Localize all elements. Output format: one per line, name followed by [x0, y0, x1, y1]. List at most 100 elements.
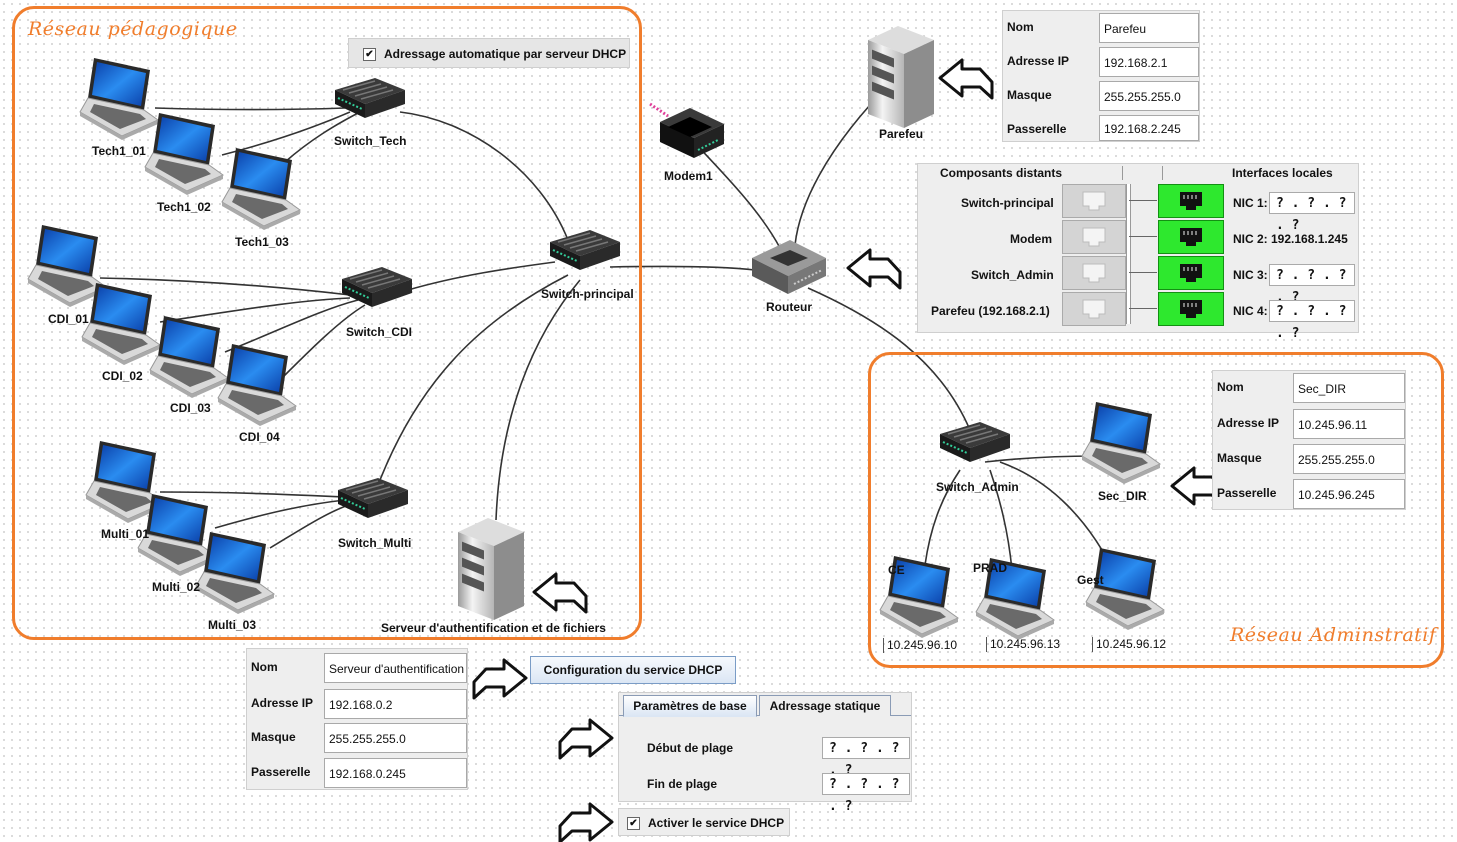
nic-port-2[interactable]: [1158, 220, 1224, 254]
label-prad[interactable]: PRAD: [973, 561, 1008, 575]
server-passerelle-key: Passerelle: [251, 765, 311, 779]
label-switch-multi[interactable]: Switch_Multi: [338, 536, 412, 550]
zone-administratif: [868, 352, 1444, 668]
arrow-left-icon: [846, 248, 902, 290]
label-multi-02[interactable]: Multi_02: [152, 580, 201, 594]
parefeu-masque-key: Masque: [1007, 88, 1052, 102]
label-gest[interactable]: Gest: [1077, 573, 1104, 587]
zone-pedagogique: [12, 6, 642, 640]
parefeu-passerelle-key: Passerelle: [1007, 122, 1067, 136]
label-parefeu[interactable]: Parefeu: [879, 127, 924, 141]
label-routeur[interactable]: Routeur: [766, 300, 812, 314]
nic-port-1[interactable]: [1158, 184, 1224, 218]
header-composants-distants: Composants distants: [940, 166, 1063, 180]
modem-icon: [649, 102, 724, 158]
zone-pedagogique-title: Réseau pédagogique: [28, 18, 238, 40]
label-switch-principal[interactable]: Switch-principal: [541, 287, 634, 301]
label-switch-tech[interactable]: Switch_Tech: [334, 134, 407, 148]
label-cdi-04[interactable]: CDI_04: [239, 430, 280, 444]
remote-parefeu: Parefeu (192.168.2.1): [931, 304, 1050, 318]
router-interfaces-panel: Composants distants Interfaces locales S…: [917, 163, 1359, 341]
dhcp-auto-checkbox[interactable]: ✔ Adressage automatique par serveur DHCP: [348, 38, 630, 68]
ip-prad: 10.245.96.13: [986, 637, 1060, 652]
parefeu-nom-key: Nom: [1007, 20, 1034, 34]
fin-plage-label: Fin de plage: [647, 777, 718, 791]
fin-plage-field[interactable]: ? . ? . ? . ?: [822, 773, 910, 814]
label-ce[interactable]: CE: [888, 563, 905, 577]
dhcp-settings-panel: Paramètres de base Adressage statique Dé…: [618, 692, 912, 814]
remote-port-4[interactable]: [1062, 292, 1126, 326]
remote-modem: Modem: [1010, 232, 1052, 246]
server-nom-key: Nom: [251, 660, 278, 674]
firewall-server-icon: [868, 26, 934, 128]
nic-port-3[interactable]: [1158, 256, 1224, 290]
label-modem[interactable]: Modem1: [664, 169, 713, 183]
nic-1-ip-field[interactable]: ? . ? . ? . ?: [1269, 192, 1355, 233]
arrow-left-icon: [938, 58, 994, 100]
parefeu-masque-field[interactable]: 255.255.255.0: [1099, 81, 1199, 111]
ip-ce: 10.245.96.10: [883, 638, 957, 653]
server-nom-field[interactable]: Serveur d'authentification: [324, 653, 467, 683]
parefeu-ip-key: Adresse IP: [1007, 54, 1070, 68]
nic-4-label: NIC 4:: [1233, 304, 1268, 318]
label-switch-cdi[interactable]: Switch_CDI: [346, 325, 413, 339]
dhcp-config-button[interactable]: Configuration du service DHCP: [530, 656, 736, 684]
remote-switch-principal: Switch-principal: [961, 196, 1054, 210]
secdir-passerelle-field[interactable]: 10.245.96.245: [1293, 479, 1405, 509]
server-ip-field[interactable]: 192.168.0.2: [324, 689, 467, 719]
nic-3-ip-field[interactable]: ? . ? . ? . ?: [1269, 264, 1355, 305]
label-tech1-03[interactable]: Tech1_03: [235, 235, 289, 249]
label-cdi-03[interactable]: CDI_03: [170, 401, 211, 415]
tab-adressage-statique[interactable]: Adressage statique: [759, 695, 891, 716]
checkbox-icon: ✔: [363, 48, 376, 62]
ip-gest: 10.245.96.12: [1092, 637, 1166, 652]
router-icon: [752, 240, 826, 294]
remote-switch-admin: Switch_Admin: [971, 268, 1054, 282]
label-cdi-01[interactable]: CDI_01: [48, 312, 89, 326]
parefeu-ip-field[interactable]: 192.168.2.1: [1099, 47, 1199, 77]
arrow-right-icon: [472, 658, 528, 700]
activer-dhcp-label: Activer le service DHCP: [648, 816, 785, 830]
secdir-passerelle-key: Passerelle: [1217, 486, 1277, 500]
secdir-ip-key: Adresse IP: [1217, 416, 1280, 430]
arrow-right-icon: [558, 718, 614, 760]
parefeu-passerelle-field[interactable]: 192.168.2.245: [1099, 115, 1199, 141]
nic-1-label: NIC 1:: [1233, 196, 1268, 210]
server-masque-field[interactable]: 255.255.255.0: [324, 723, 467, 753]
header-interfaces-locales: Interfaces locales: [1232, 166, 1333, 180]
parefeu-properties-panel: Nom Parefeu Adresse IP 192.168.2.1 Masque 2…: [1002, 10, 1200, 142]
secdir-nom-field[interactable]: Sec_DIR: [1293, 373, 1405, 403]
secdir-masque-key: Masque: [1217, 451, 1262, 465]
label-multi-03[interactable]: Multi_03: [208, 618, 257, 632]
debut-plage-field[interactable]: ? . ? . ? . ?: [822, 737, 910, 778]
label-tech1-01[interactable]: Tech1_01: [92, 144, 146, 158]
secdir-masque-field[interactable]: 255.255.255.0: [1293, 444, 1405, 474]
server-masque-key: Masque: [251, 730, 296, 744]
dhcp-auto-label: Adressage automatique par serveur DHCP: [384, 47, 627, 61]
remote-port-2[interactable]: [1062, 220, 1126, 254]
secdir-nom-key: Nom: [1217, 380, 1244, 394]
parefeu-nom-field[interactable]: Parefeu: [1099, 13, 1199, 43]
secdir-ip-field[interactable]: 10.245.96.11: [1293, 409, 1405, 439]
label-tech1-02[interactable]: Tech1_02: [157, 200, 211, 214]
label-serveur[interactable]: Serveur d'authentification et de fichier…: [381, 621, 606, 635]
debut-plage-label: Début de plage: [647, 741, 734, 755]
label-switch-admin[interactable]: Switch_Admin: [936, 480, 1019, 494]
checkbox-icon: ✔: [627, 817, 640, 831]
label-cdi-02[interactable]: CDI_02: [102, 369, 143, 383]
server-passerelle-field[interactable]: 192.168.0.245: [324, 758, 467, 788]
nic-2-label: NIC 2: 192.168.1.245: [1233, 232, 1348, 246]
remote-port-3[interactable]: [1062, 256, 1126, 290]
activer-dhcp-checkbox[interactable]: ✔ Activer le service DHCP: [618, 808, 790, 836]
server-properties-panel: Nom Serveur d'authentification Adresse IP…: [246, 648, 468, 790]
tab-parametres-de-base[interactable]: Paramètres de base: [623, 695, 757, 717]
nic-4-ip-field[interactable]: ? . ? . ? . ?: [1269, 300, 1355, 341]
nic-port-4[interactable]: [1158, 292, 1224, 326]
label-sec-dir[interactable]: Sec_DIR: [1098, 489, 1147, 503]
server-ip-key: Adresse IP: [251, 696, 314, 710]
label-multi-01[interactable]: Multi_01: [101, 527, 150, 541]
arrow-right-icon: [558, 802, 614, 842]
remote-port-1[interactable]: [1062, 184, 1126, 218]
zone-administratif-title: Réseau Adminstratif: [1230, 624, 1437, 646]
